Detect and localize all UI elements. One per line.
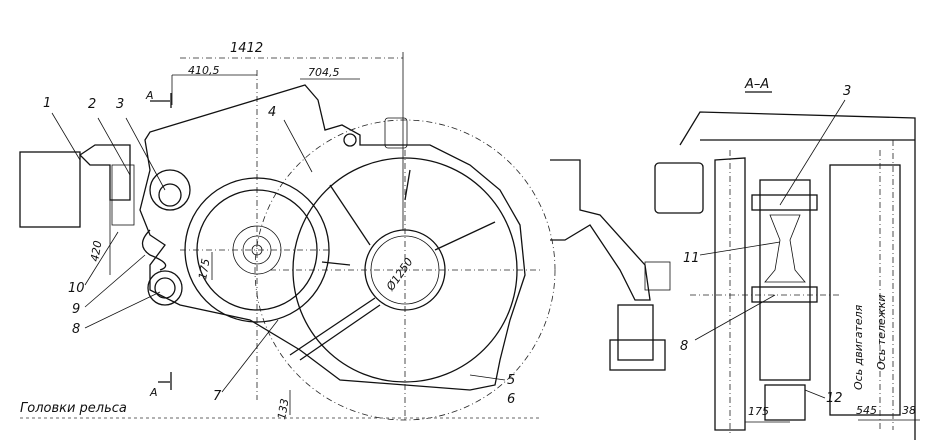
rail-head-label: Головки рельса [20,401,127,416]
callout-5: 5 [507,373,515,388]
section-callout-3: 3 [843,84,851,99]
bogie-frame [679,111,916,440]
dim-section-175: 175 [748,405,769,418]
dim-704: 704,5 [308,66,340,79]
callout-1: 1 [43,96,51,111]
lower-pivot-pin [154,277,176,299]
section-callout-11: 11 [683,251,700,266]
section-mark-bottom: A [149,386,158,399]
upper-pivot-pin [158,183,182,207]
lift-lug [343,133,357,147]
axle-box [829,164,901,416]
upper-pivot-boss [149,169,191,211]
dim-gear-diameter: Ø1250 [383,256,415,294]
gear-case-outline [139,84,526,391]
bracket-fitting [617,304,654,361]
dim-410: 410,5 [188,64,220,77]
section-mark-top: A [145,89,154,102]
section-callout-8: 8 [680,339,688,354]
section-title: A–A [744,77,769,92]
callout-8: 8 [72,322,80,337]
callout-9: 9 [72,302,80,317]
wheel-rim [714,157,746,431]
callout-10: 10 [68,281,85,296]
dim-420: 420 [88,240,104,263]
suspension-unit [759,179,811,381]
dim-1412: 1412 [230,41,263,56]
main-view: 1412 410,5 704,5 A [19,41,556,421]
bogie-axis-label: Ось тележки [875,295,888,370]
callout-2: 2 [88,97,96,112]
dim-38: 38 [902,404,916,417]
motor-axis-label: Ось двигателя [852,304,865,390]
bogie-frame-section [19,151,81,228]
dim-545: 545 [856,404,877,417]
callout-7: 7 [213,389,222,404]
gear-spoke [434,221,496,251]
callout-3: 3 [116,97,124,112]
callout-6: 6 [507,392,515,407]
gear-spoke [289,297,376,356]
frame-box [654,162,704,214]
section-callout-12: 12 [826,391,843,406]
motor-bracket [550,159,651,301]
dim-175: 175 [196,258,212,281]
section-a-a: A–A Ось двигателя Ось тележки 175 545 38 [550,77,920,440]
lower-pivot-boss [147,270,183,306]
dim-133: 133 [275,398,291,421]
callout-4: 4 [268,105,276,120]
